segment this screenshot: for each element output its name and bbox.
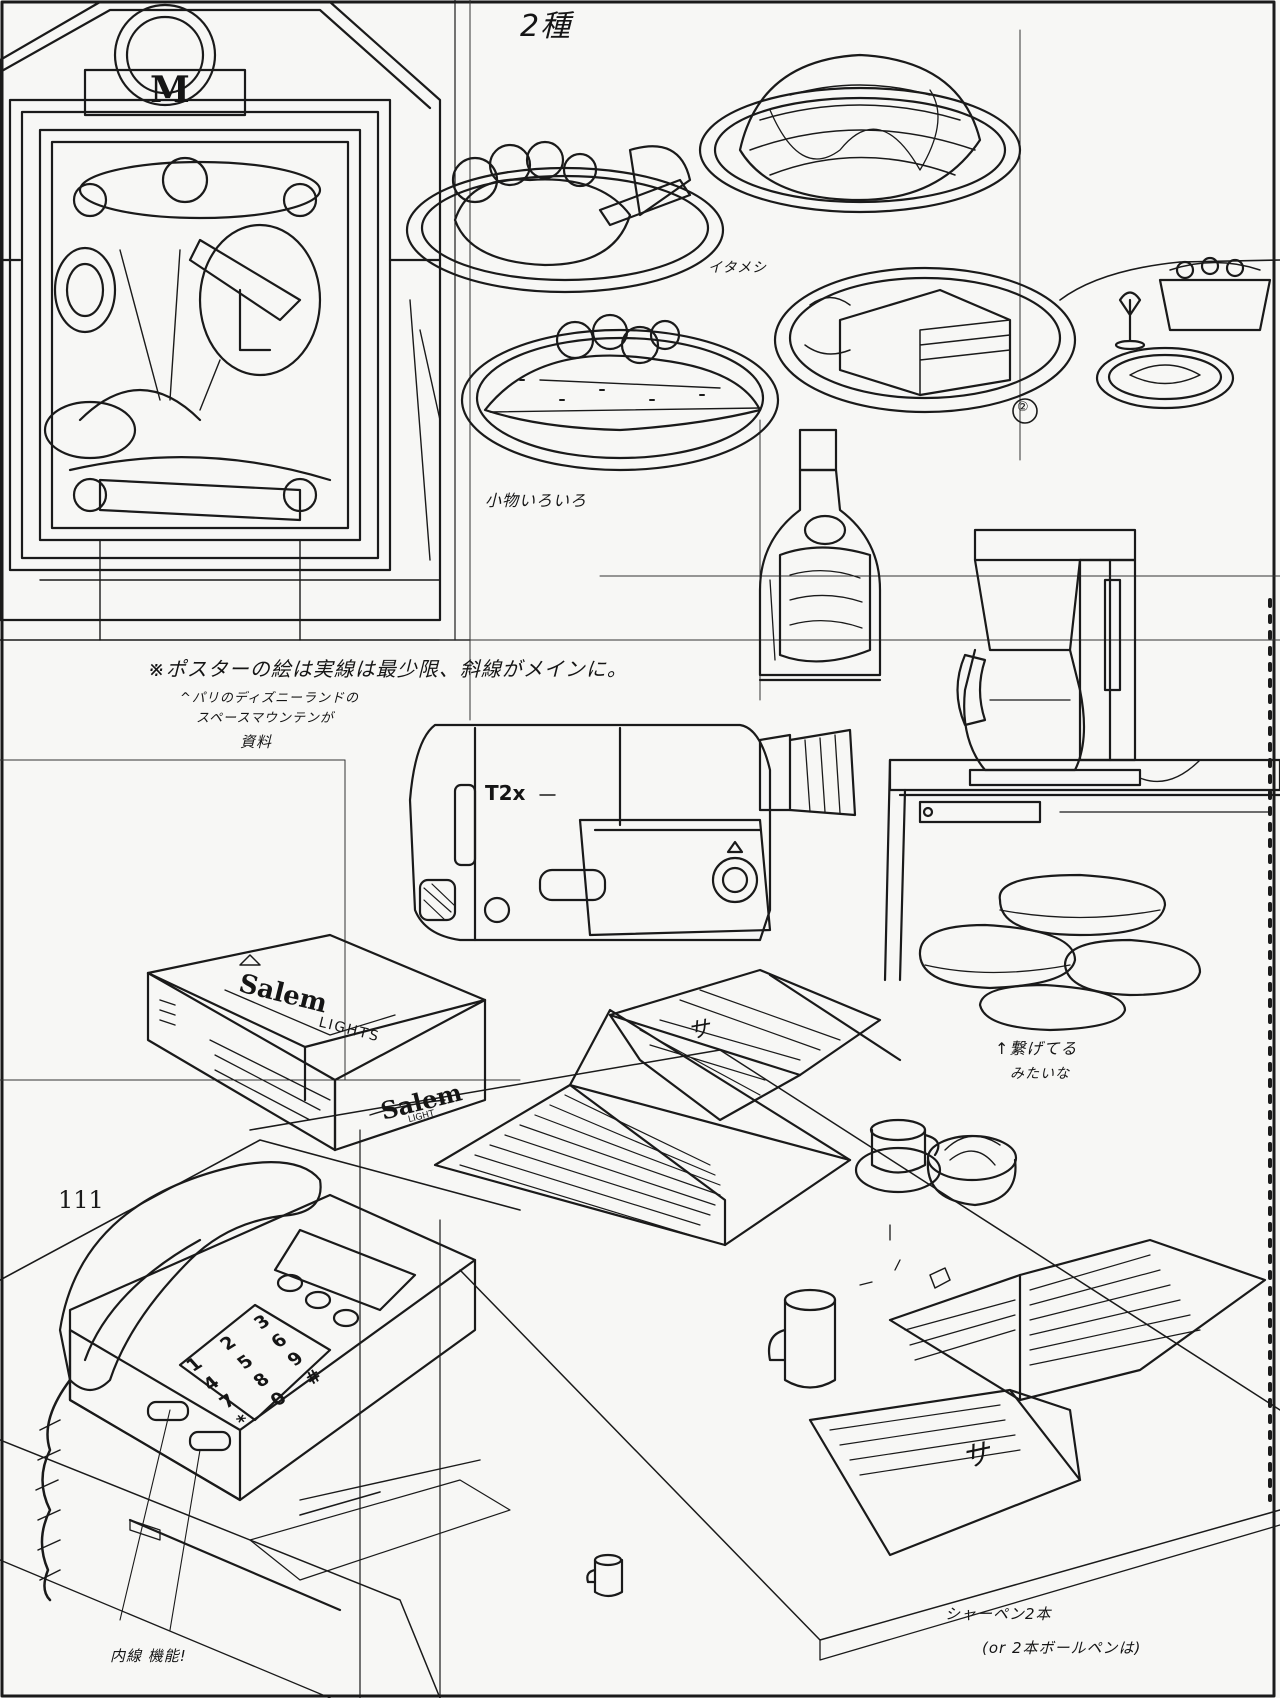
phone-note: 内線 機能! bbox=[110, 1647, 187, 1665]
coffee-maker bbox=[956, 528, 1201, 787]
bread-note-line2: みたいな bbox=[1010, 1066, 1070, 1082]
cups bbox=[586, 1118, 1018, 1598]
book-note-line2: (or 2本ボールペンは) bbox=[982, 1639, 1142, 1657]
title-mark: 2種 bbox=[520, 9, 572, 44]
poster-ref-line1: ^パリのディズニーランドの bbox=[180, 691, 359, 706]
camcorder bbox=[408, 723, 857, 942]
cabinet bbox=[883, 758, 1280, 982]
books bbox=[249, 968, 1280, 1661]
book-note-line1: シャーペン2本 bbox=[945, 1605, 1052, 1623]
whiskey-bottle bbox=[758, 428, 882, 682]
pastries bbox=[918, 873, 1202, 1032]
poster-drawing bbox=[0, 0, 471, 641]
italian-note: イタメシ bbox=[708, 260, 768, 276]
poster-ref-line3: 資料 bbox=[240, 733, 273, 751]
small-items-note: 小物いろいろ bbox=[485, 491, 588, 510]
page-number: 111 bbox=[58, 1186, 104, 1214]
telephone bbox=[0, 1129, 521, 1698]
poster-ref-line2: スペースマウンテンが bbox=[196, 711, 335, 726]
food-plates bbox=[405, 53, 1280, 472]
poster-letter: M bbox=[150, 69, 190, 111]
poster-main-note: ※ポスターの絵は実線は最少限、斜線がメインに。 bbox=[148, 657, 628, 681]
circle-two-mark: ② bbox=[1017, 400, 1029, 415]
book-mark-top: サ bbox=[685, 1016, 713, 1045]
bread-note-line1: ↑繋げてる bbox=[995, 1039, 1078, 1058]
camcorder-zoom-label: T2x bbox=[485, 781, 526, 805]
